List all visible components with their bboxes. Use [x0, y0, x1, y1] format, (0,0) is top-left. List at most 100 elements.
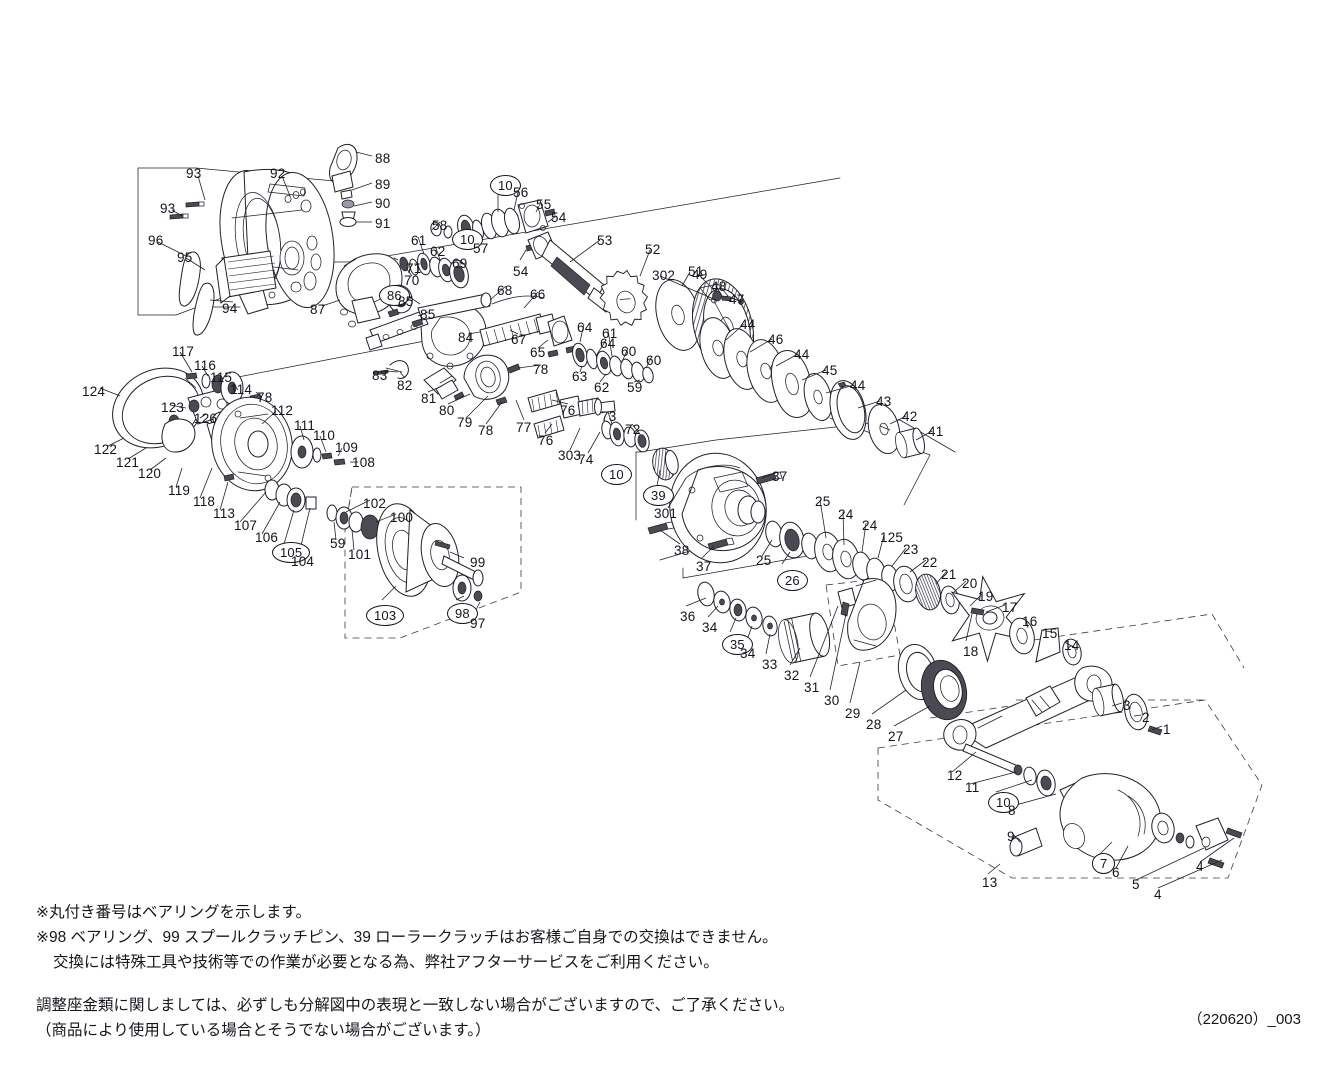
- part-callout-10: 10: [601, 464, 632, 485]
- parts-58-62-bearing-stack: [417, 207, 520, 289]
- part-callout-115: 115: [210, 370, 233, 385]
- revision-code: （220620）_003: [1187, 1011, 1301, 1028]
- part-callout-102: 102: [363, 496, 387, 511]
- part-callout-62: 62: [430, 244, 446, 259]
- part-callout-31: 31: [804, 680, 820, 695]
- part-callout-116: 116: [194, 358, 217, 373]
- part-callout-108: 108: [352, 455, 376, 470]
- part-callout-81: 81: [421, 391, 437, 406]
- part-callout-61: 61: [602, 326, 618, 341]
- part-callout-24: 24: [862, 518, 878, 533]
- part-callout-89: 89: [375, 177, 391, 192]
- part-callout-118: 118: [193, 494, 216, 509]
- part-callout-93: 93: [186, 166, 202, 181]
- part-callout-77: 77: [516, 420, 532, 435]
- parts-114-117-screws: [185, 371, 262, 405]
- part-84-side-plate-sub: [365, 303, 487, 370]
- part-callout-60: 60: [621, 344, 637, 359]
- part-callout-18: 18: [963, 644, 979, 659]
- part-callout-68: 68: [497, 283, 513, 298]
- part-callout-24: 24: [838, 507, 854, 522]
- part-callout-25: 25: [815, 494, 831, 509]
- part-callout-65: 65: [530, 345, 546, 360]
- parts-24-26-washer-stack: [765, 520, 960, 615]
- part-callout-67: 67: [511, 332, 527, 347]
- part-callout-5: 5: [1132, 877, 1140, 892]
- footer-note-line: ※丸付き番号はベアリングを示します。: [36, 904, 311, 921]
- part-callout-8: 8: [1008, 803, 1016, 818]
- parts-63-65-67-68-69-worm: [417, 292, 577, 358]
- part-callout-105: 105: [272, 542, 311, 563]
- part-callout-26: 26: [777, 570, 808, 591]
- part-callout-54: 54: [551, 210, 567, 225]
- part-callout-110: 110: [313, 428, 336, 443]
- part-callout-76: 76: [538, 433, 554, 448]
- part-callout-22: 22: [922, 555, 938, 570]
- part-callout-54: 54: [513, 264, 529, 279]
- part-callout-39: 39: [643, 485, 674, 506]
- part-callout-78: 78: [478, 423, 494, 438]
- part-callout-11: 11: [965, 780, 980, 795]
- part-callout-107: 107: [234, 518, 258, 533]
- part-callout-4: 4: [1154, 887, 1162, 902]
- part-88-89-90-91-clicker: [329, 144, 358, 227]
- part-callout-23: 23: [903, 542, 919, 557]
- part-callout-52: 52: [645, 242, 661, 257]
- part-callout-28: 28: [866, 717, 882, 732]
- part-callout-10: 10: [490, 175, 521, 196]
- part-callout-71: 71: [406, 261, 422, 276]
- part-callout-64: 64: [600, 336, 616, 351]
- part-callout-113: 113: [213, 506, 236, 521]
- part-callout-42: 42: [902, 409, 918, 424]
- part-20-star-drag: [950, 575, 1028, 663]
- part-callout-79: 79: [457, 415, 473, 430]
- part-callout-13: 13: [982, 875, 998, 890]
- part-callout-90: 90: [375, 196, 391, 211]
- part-callout-98: 98: [447, 603, 478, 624]
- part-callout-56: 56: [513, 185, 529, 200]
- parts-59-64-washers-right: [572, 342, 654, 384]
- part-76-springs: [527, 389, 565, 439]
- part-callout-64: 64: [577, 320, 593, 335]
- part-301-39-roller-clutch: [652, 447, 679, 481]
- part-callout-92: 92: [270, 166, 286, 181]
- part-callout-104: 104: [291, 554, 315, 569]
- drag-washers-44-46-45-43-42-41: [699, 317, 926, 459]
- part-51-washer: [655, 279, 701, 351]
- part-70-71: [393, 256, 419, 276]
- part-callout-9: 9: [1007, 829, 1015, 844]
- part-callout-14: 14: [1064, 638, 1080, 653]
- part-callout-16: 16: [1022, 614, 1038, 629]
- part-callout-15: 15: [1042, 626, 1058, 641]
- part-callout-10: 10: [452, 229, 483, 250]
- parts-106-111-small-parts: [264, 435, 346, 513]
- part-80-79-pinion-housing: [453, 354, 510, 401]
- part-callout-74: 74: [578, 452, 594, 467]
- part-callout-95: 95: [177, 250, 193, 265]
- parts-100-102-spool-small: [326, 504, 380, 540]
- part-callout-100: 100: [390, 510, 414, 525]
- part-callout-70: 70: [404, 273, 420, 288]
- part-callout-59: 59: [330, 536, 346, 551]
- part-callout-301: 301: [654, 506, 678, 521]
- part-callout-32: 32: [784, 668, 800, 683]
- part-callout-47: 47: [729, 292, 745, 307]
- part-callout-87: 87: [310, 302, 326, 317]
- part-callout-35: 35: [722, 634, 753, 655]
- part-77-78-screws: [495, 363, 521, 406]
- part-callout-51: 51: [688, 264, 704, 279]
- part-callout-1: 1: [1163, 722, 1171, 737]
- part-callout-60: 60: [646, 353, 662, 368]
- part-callout-36: 36: [680, 609, 696, 624]
- part-callout-21: 21: [941, 567, 957, 582]
- part-callout-20: 20: [962, 576, 978, 591]
- part-callout-86: 86: [379, 285, 410, 306]
- part-callout-112: 112: [271, 403, 294, 418]
- part-callout-49: 49: [692, 267, 708, 282]
- part-callout-111: 111: [294, 418, 316, 433]
- part-callout-30: 30: [824, 693, 840, 708]
- part-callout-19: 19: [978, 589, 994, 604]
- part-callout-85: 85: [420, 307, 436, 322]
- parts-27-36-clutch-parts: [697, 578, 968, 721]
- part-callout-114: 114: [230, 382, 253, 397]
